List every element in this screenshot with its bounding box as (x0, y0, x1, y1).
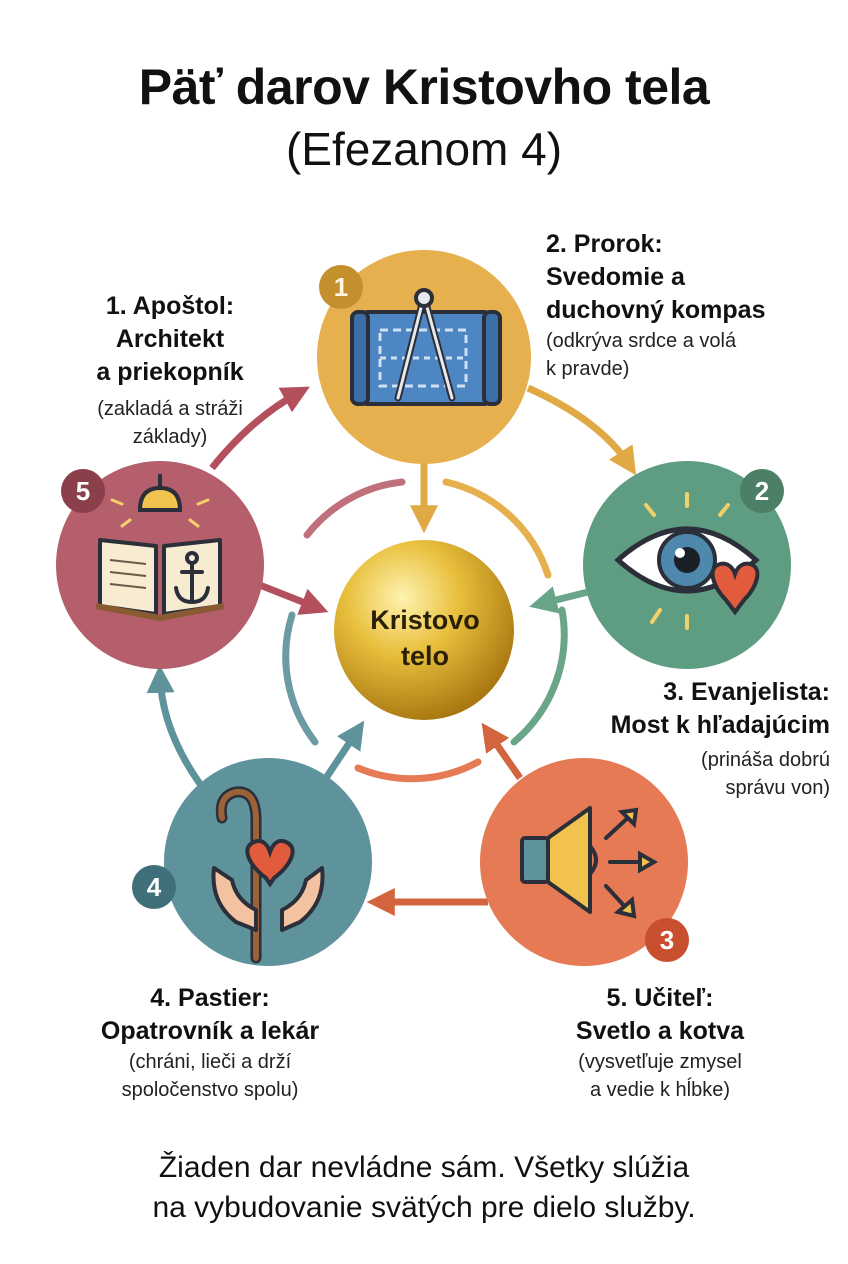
center-label-line1: Kristovo (370, 605, 480, 635)
megaphone-arrows-icon (520, 806, 659, 919)
cycle-arrow-5-to-1 (209, 386, 310, 471)
apostle-title: 1. Apoštol: (105, 292, 235, 320)
arrow-shepherd-to-center (323, 720, 365, 780)
apostle-subtitle-1: Architekt (115, 325, 225, 353)
teacher-circle (56, 461, 264, 669)
apostle-desc-1: (zakladá a stráži (97, 398, 243, 420)
inner-ring-arc-red (303, 478, 406, 539)
inner-ring-arc-green (510, 606, 568, 746)
prophet-subtitle-2: duchovný kompas (546, 296, 766, 324)
badge-5-text: 5 (76, 476, 90, 506)
badge-1: 1 (319, 265, 363, 309)
badge-2-text: 2 (755, 476, 769, 506)
page-title: Päť darov Kristovho tela (138, 59, 710, 115)
cycle-arrow-4-to-5 (146, 664, 203, 787)
shepherd-title: 4. Pastier: (150, 984, 270, 1012)
badge-2: 2 (740, 469, 784, 513)
evangelist-desc-1: (prináša dobrú (701, 749, 830, 771)
badge-3: 3 (645, 918, 689, 962)
eye-heart-icon (614, 492, 760, 630)
footer-line-1: Žiaden dar nevládne sám. Všetky slúžia (158, 1151, 690, 1184)
badge-3-text: 3 (660, 925, 674, 955)
badge-1-text: 1 (334, 272, 348, 302)
page-subtitle: (Efezanom 4) (285, 123, 563, 175)
apostle-desc-2: základy) (132, 426, 208, 448)
shepherd-desc-1: (chráni, lieči a drží (128, 1051, 292, 1073)
shepherd-subtitle: Opatrovník a lekár (100, 1017, 320, 1045)
footer-line-2: na vybudovanie svätých pre dielo služby. (152, 1191, 696, 1224)
footer-note: Žiaden dar nevládne sám. Všetky slúžia n… (0, 1148, 848, 1228)
prophet-label: 2. Prorok: Svedomie a duchovný kompas (o… (546, 228, 836, 383)
center-label-line2: telo (400, 641, 449, 671)
lamp-book-anchor-icon (95, 474, 225, 622)
center-sphere (334, 540, 514, 720)
prophet-desc-1: (odkrýva srdce a volá (546, 330, 737, 352)
apostle-label: 1. Apoštol: Architekt a priekopník (zakl… (40, 290, 300, 451)
shepherd-desc-2: spoločenstvo spolu) (121, 1079, 299, 1101)
prophet-subtitle-1: Svedomie a (546, 263, 685, 291)
cycle-arrow-1-to-2 (526, 384, 637, 476)
prophet-desc-2: k pravde) (546, 358, 630, 380)
teacher-subtitle: Svetlo a kotva (575, 1017, 745, 1045)
shepherd-label: 4. Pastier: Opatrovník a lekár (chráni, … (50, 982, 370, 1104)
teacher-title: 5. Učiteľ: (606, 984, 714, 1012)
blueprint-compass-icon (350, 288, 502, 406)
evangelist-subtitle: Most k hľadajúcim (610, 711, 830, 739)
badge-4-text: 4 (147, 872, 162, 902)
prophet-title: 2. Prorok: (546, 230, 663, 258)
arrow-teacher-to-center (250, 578, 329, 615)
arrow-evangelist-to-center (481, 722, 523, 780)
inner-ring-arc-teal (282, 611, 319, 746)
badge-4: 4 (132, 865, 176, 909)
evangelist-label: 3. Evanjelista: Most k hľadajúcim (priná… (540, 676, 830, 802)
evangelist-desc-2: správu von) (725, 777, 831, 799)
teacher-desc-2: a vedie k hĺbke) (589, 1079, 731, 1101)
badge-5: 5 (61, 469, 105, 513)
center-label: Kristovo telo (335, 602, 515, 674)
teacher-label: 5. Učiteľ: Svetlo a kotva (vysvetľuje zm… (520, 982, 800, 1104)
evangelist-title: 3. Evanjelista: (663, 678, 830, 706)
shepherd-hands-heart-icon (211, 786, 325, 964)
inner-ring-arc-gold (442, 478, 552, 579)
apostle-subtitle-2: a priekopník (96, 358, 244, 386)
teacher-desc-1: (vysvetľuje zmysel (578, 1051, 742, 1073)
arrow-prophet-to-center (529, 586, 589, 614)
inner-ring-arc-orange (354, 758, 482, 783)
